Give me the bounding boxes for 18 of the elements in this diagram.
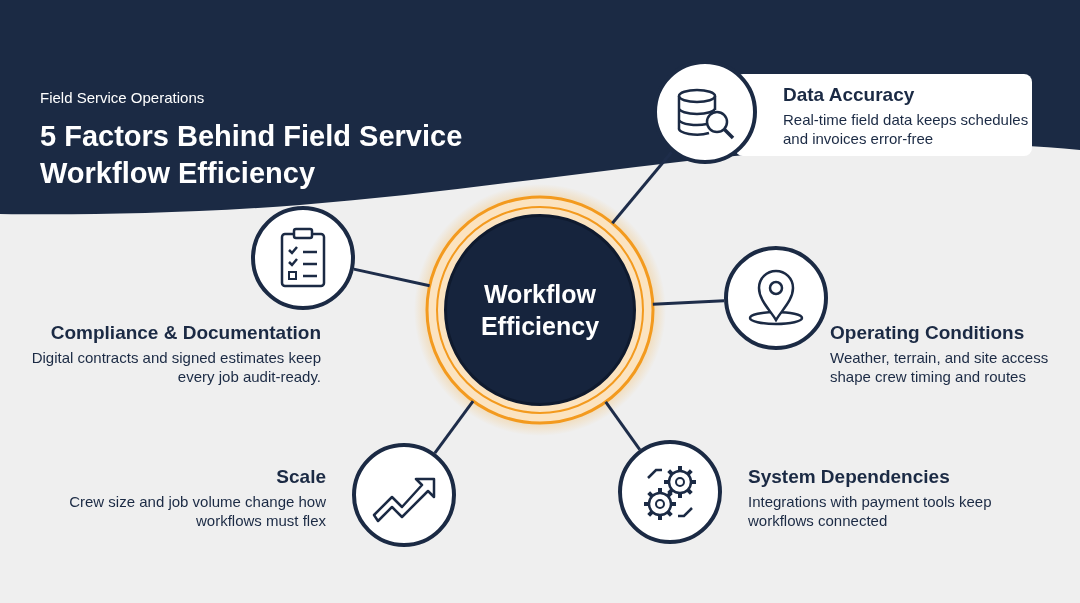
connector-line <box>433 400 475 454</box>
factor-heading: Scale <box>276 466 326 488</box>
factor-description: Integrations with payment tools keep workflows connected <box>748 492 993 530</box>
factor-description: Weather, terrain, and site access shape crew timing and routes <box>830 348 1050 386</box>
factor-description: Real-time field data keeps schedules and invoices error-free <box>783 110 1030 148</box>
factor-heading: Compliance & Documentation <box>50 322 321 344</box>
connector-line <box>353 267 430 288</box>
factor-heading: Data Accuracy <box>783 84 915 106</box>
title: 5 Factors Behind Field Service Workflow Efficiency <box>40 119 464 191</box>
subtitle: Field Service Operations <box>40 89 205 106</box>
factor-heading: System Dependencies <box>748 466 950 488</box>
factor-heading: Operating Conditions <box>830 322 1025 344</box>
factor-description: Crew size and job volume change how workflows must flex <box>68 492 326 530</box>
factor-description: Digital contracts and signed estimates keep every job audit-ready. <box>30 348 321 386</box>
center-label: Workflow Efficiency <box>479 279 601 342</box>
connector-line <box>611 151 673 225</box>
connector-line <box>652 299 725 306</box>
connector-line <box>604 401 641 451</box>
